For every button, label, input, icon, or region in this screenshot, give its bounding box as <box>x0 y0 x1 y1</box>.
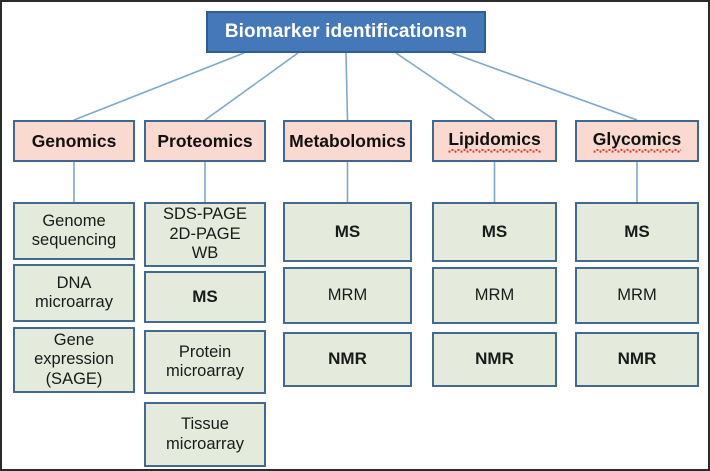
category-label: Genomics <box>31 130 117 151</box>
method-label: MS <box>481 221 508 241</box>
spellcheck-underline: Lipidomics <box>448 128 541 154</box>
diagram-title-label: Biomarker identificationsn <box>224 20 468 42</box>
method-label: MS <box>192 286 218 306</box>
method-node-metabolomics-mrm[interactable]: MRM <box>283 267 412 324</box>
category-node-glycomics[interactable]: Glycomics <box>575 120 699 162</box>
connector-title-to-metabolomics <box>345 52 349 121</box>
category-node-proteomics[interactable]: Proteomics <box>144 120 266 162</box>
method-node-glycomics-ms[interactable]: MS <box>575 202 699 262</box>
method-node-glycomics-nmr[interactable]: NMR <box>575 332 699 387</box>
method-node-metabolomics-nmr[interactable]: NMR <box>283 332 412 387</box>
method-label: MRM <box>474 285 515 304</box>
method-node-lipidomics-mrm[interactable]: MRM <box>432 267 557 324</box>
method-node-metabolomics-ms[interactable]: MS <box>283 202 412 262</box>
method-node-lipidomics-ms[interactable]: MS <box>432 202 557 262</box>
connector-title-to-lipidomics <box>395 52 495 121</box>
method-label: NMR <box>328 349 367 369</box>
method-label: MS <box>334 221 361 241</box>
category-label: Lipidomics <box>444 128 544 154</box>
method-node-proteomics-ms[interactable]: MS <box>144 271 266 323</box>
category-node-genomics[interactable]: Genomics <box>13 120 135 162</box>
method-label: NMR <box>475 349 514 369</box>
category-node-metabolomics[interactable]: Metabolomics <box>283 120 412 162</box>
connector-title-to-proteomics <box>204 52 299 121</box>
spellcheck-underline: Glycomics <box>592 128 682 154</box>
category-label: Glycomics <box>589 128 686 154</box>
connector-title-to-genomics <box>73 52 245 121</box>
method-label: MRM <box>327 285 368 304</box>
method-label: MRM <box>617 285 657 304</box>
method-node-glycomics-mrm[interactable]: MRM <box>575 267 699 324</box>
category-node-lipidomics[interactable]: Lipidomics <box>432 120 557 162</box>
category-label: Metabolomics <box>289 130 406 151</box>
connector-title-to-glycomics <box>451 52 638 121</box>
method-label: NMR <box>617 349 657 369</box>
category-label: Proteomics <box>157 130 253 151</box>
diagram-title-node[interactable]: Biomarker identificationsn <box>206 11 486 53</box>
method-node-lipidomics-nmr[interactable]: NMR <box>432 332 557 387</box>
method-label: MS <box>624 221 650 241</box>
